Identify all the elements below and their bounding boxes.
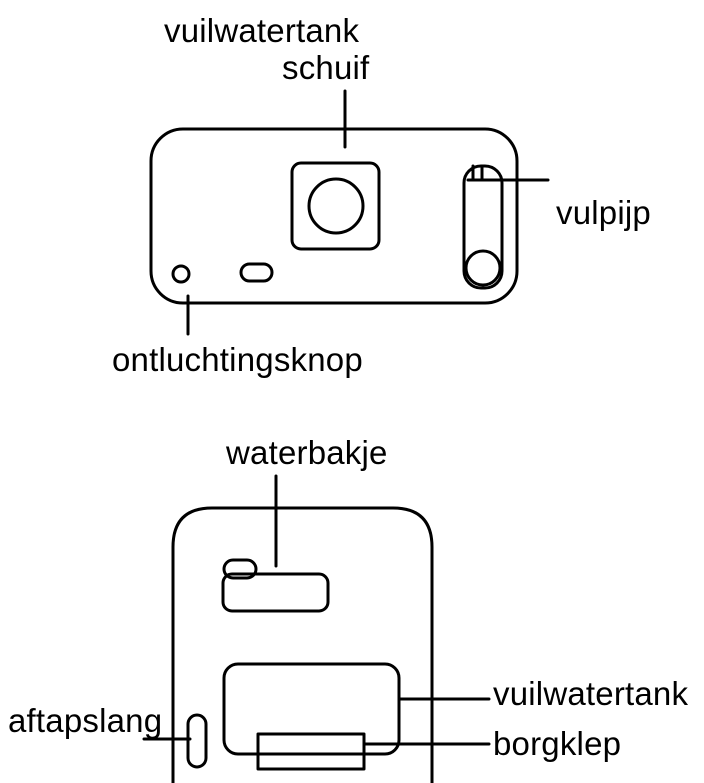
label-vent-button: ontluchtingsknop	[112, 341, 363, 378]
lock-valve-rect	[256, 732, 366, 771]
label-top-tank-line2: schuif	[282, 49, 370, 86]
small-oval-slot	[239, 262, 274, 283]
fill-pipe-end	[464, 249, 502, 287]
label-waste-tank: vuilwatertank	[493, 675, 689, 712]
drain-hose-slot	[186, 713, 208, 769]
top-unit-outline	[149, 127, 519, 305]
waste-tank-outline	[222, 662, 401, 756]
label-fill-pipe: vulpijp	[556, 194, 651, 231]
label-water-tray: waterbakje	[226, 434, 388, 471]
fill-pipe-slot	[462, 164, 504, 290]
label-lock-valve: borgklep	[493, 725, 622, 762]
vent-knob	[171, 264, 191, 284]
water-tray-tab	[222, 558, 258, 580]
label-top-tank-line1: vuilwatertank	[164, 12, 360, 49]
water-tray	[221, 572, 330, 613]
slider-knob	[307, 177, 365, 235]
label-drain-hose: aftapslang	[8, 702, 163, 739]
slider-square	[290, 161, 381, 251]
bottom-unit-outline	[171, 506, 434, 783]
